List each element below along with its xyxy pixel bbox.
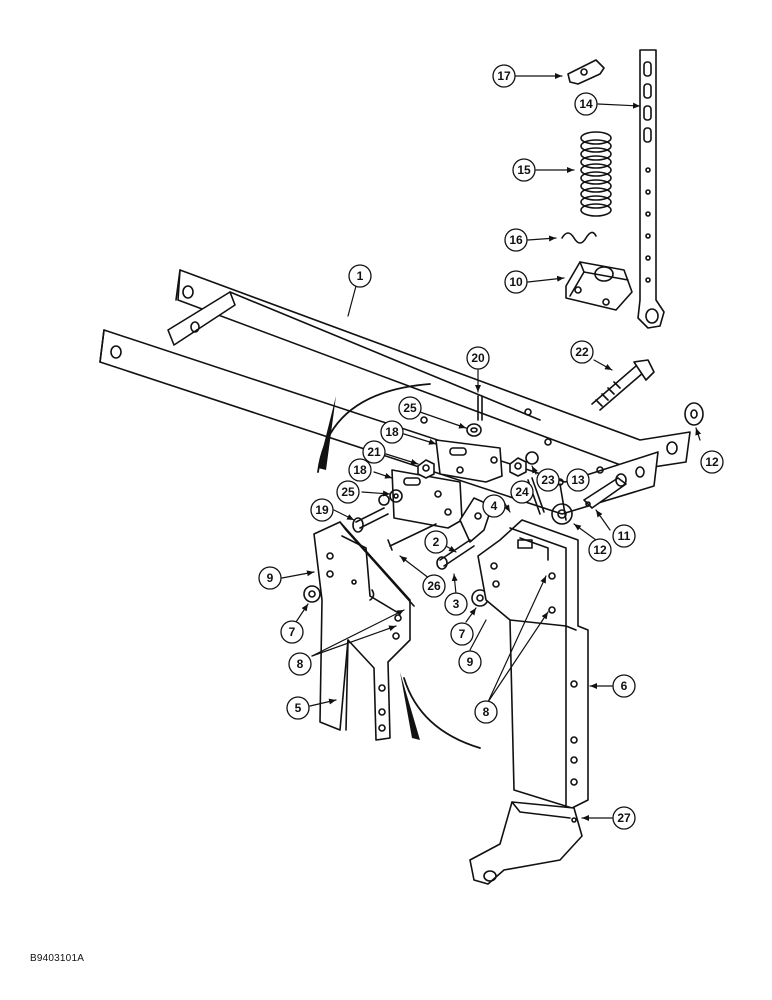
callout-12a: 12 [700, 450, 724, 474]
callout-13: 13 [566, 468, 590, 492]
callout-25b-label: 25 [341, 485, 355, 499]
callout-14: 14 [574, 92, 598, 116]
callout-4: 4 [482, 494, 506, 518]
callout-10-label: 10 [509, 275, 523, 289]
washer-part [466, 423, 482, 437]
callout-21: 21 [362, 440, 386, 464]
bolt-part [591, 359, 655, 411]
callout-9a: 9 [258, 566, 282, 590]
callout-15: 15 [512, 158, 536, 182]
callout-7a: 7 [280, 620, 304, 644]
callout-9a-label: 9 [267, 571, 274, 585]
point-part [469, 801, 583, 885]
callout-17-label: 17 [497, 69, 511, 83]
washer-part [551, 503, 573, 525]
clip-part [567, 59, 605, 85]
callout-8b-label: 8 [483, 705, 490, 719]
callout-18a: 18 [380, 420, 404, 444]
callout-13-label: 13 [571, 473, 585, 487]
callout-8a: 8 [288, 652, 312, 676]
callout-18b-label: 18 [353, 463, 367, 477]
callout-22: 22 [570, 340, 594, 364]
callout-12a-label: 12 [705, 455, 719, 469]
callout-21-label: 21 [367, 445, 381, 459]
callout-bubbles: 17 14 15 16 10 1 22 20 25 18 21 18 25 19… [258, 64, 724, 830]
callout-11-label: 11 [618, 529, 631, 543]
callout-5: 5 [286, 696, 310, 720]
callout-24-label: 24 [515, 485, 529, 499]
callout-18a-label: 18 [385, 425, 399, 439]
adjusting-rod-part [637, 49, 665, 329]
callout-8b: 8 [474, 700, 498, 724]
callout-8a-label: 8 [297, 657, 304, 671]
callout-11: 11 [612, 524, 636, 548]
bracket-block-part [565, 261, 633, 311]
callout-14-label: 14 [579, 97, 593, 111]
callout-1-label: 1 [357, 269, 364, 283]
pivot-pin-part [583, 473, 627, 509]
callout-19: 19 [310, 498, 334, 522]
callout-2: 2 [424, 530, 448, 554]
shank-left-part [313, 521, 415, 741]
callout-25b: 25 [336, 480, 360, 504]
washer-part [684, 402, 704, 426]
bushing-part [303, 585, 321, 603]
callout-27-label: 27 [617, 811, 631, 825]
callout-1: 1 [348, 264, 372, 288]
plate-part [435, 439, 503, 483]
nut-part [509, 451, 539, 477]
callout-7a-label: 7 [289, 625, 296, 639]
callout-7b-label: 7 [459, 627, 466, 641]
callout-3-label: 3 [453, 597, 460, 611]
callout-26: 26 [422, 574, 446, 598]
bolt-part [352, 507, 389, 533]
spring-part [580, 131, 612, 217]
callout-24: 24 [510, 480, 534, 504]
leader-lines [281, 73, 702, 821]
callout-9b: 9 [458, 650, 482, 674]
callout-10: 10 [504, 270, 528, 294]
callout-4-label: 4 [491, 499, 498, 513]
swing-arc [317, 383, 481, 749]
callout-12b: 12 [588, 538, 612, 562]
bolt-part [387, 523, 437, 551]
callout-20: 20 [466, 346, 490, 370]
callout-26-label: 26 [427, 579, 441, 593]
callout-23: 23 [536, 468, 560, 492]
callout-6-label: 6 [621, 679, 628, 693]
callout-19-label: 19 [315, 503, 329, 517]
shank-right-part [477, 519, 589, 809]
callout-23-label: 23 [541, 473, 555, 487]
callout-12b-label: 12 [593, 543, 607, 557]
callout-27: 27 [612, 806, 636, 830]
callout-25a-label: 25 [403, 401, 417, 415]
callout-15-label: 15 [517, 163, 531, 177]
callout-6: 6 [612, 674, 636, 698]
callout-9b-label: 9 [467, 655, 474, 669]
callout-16-label: 16 [509, 233, 523, 247]
callout-25a: 25 [398, 396, 422, 420]
spring-pin-part [561, 231, 597, 244]
callout-17: 17 [492, 64, 516, 88]
callout-20-label: 20 [471, 351, 485, 365]
callout-2-label: 2 [433, 535, 440, 549]
callout-16: 16 [504, 228, 528, 252]
callout-18b: 18 [348, 458, 372, 482]
callout-5-label: 5 [295, 701, 302, 715]
roll-pin-part [477, 395, 483, 421]
callout-7b: 7 [450, 622, 474, 646]
callout-22-label: 22 [575, 345, 589, 359]
plate-part [391, 469, 493, 543]
figure-id: B9403101A [30, 953, 85, 964]
callout-3: 3 [444, 592, 468, 616]
nut-part [417, 459, 435, 479]
